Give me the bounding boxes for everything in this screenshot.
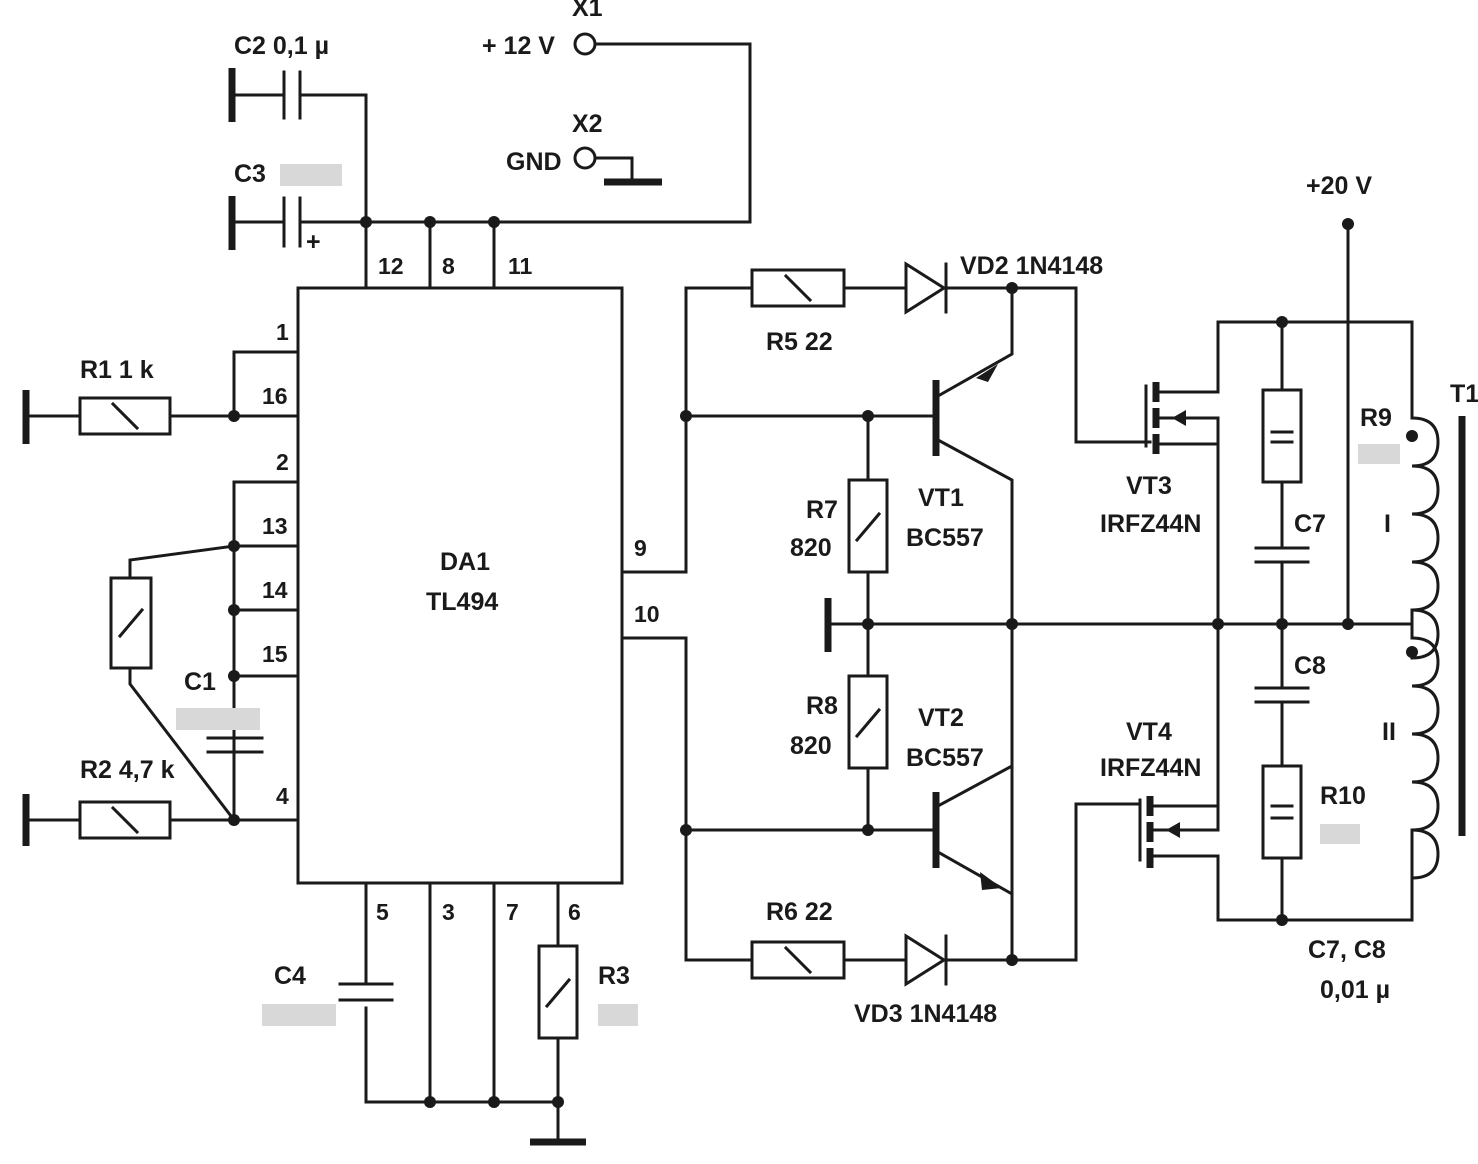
r8-val: 820 [790,732,832,760]
pin-12: 12 [378,253,404,279]
x2-label: GND [506,148,562,176]
pin-15: 15 [262,641,288,667]
vt1-part: BC557 [906,524,984,552]
pins-2-13-14-15-tie [228,480,300,826]
transformer-t1: T1 R9 I R10 II [1320,320,1478,922]
vt2-part: BC557 [906,744,984,772]
r9-label: R9 [1360,404,1392,432]
r7-val: 820 [790,534,832,562]
pin-2: 2 [276,449,289,475]
r1-label: R1 1 k [80,356,154,384]
diode-vd3: VD3 1N4148 [854,802,1142,1028]
r6-label: R6 22 [766,898,833,926]
capacitor-c7: C7 [1254,510,1326,690]
c1-label: C1 [184,668,216,696]
ic-da1: DA1 TL494 12 8 11 1 16 2 13 14 15 4 9 10… [262,253,660,925]
mid-ground-bus [824,598,1414,652]
capacitor-c8: C8 [1254,652,1326,768]
mosfet-vt4: VT4 IRFZ44N [1100,622,1414,922]
resistor-r10-snubber [1261,764,1303,926]
vd3-label: VD3 1N4148 [854,1000,997,1028]
r8-ref: R8 [806,692,838,720]
supply-bus [360,216,500,290]
vt4-ref: VT4 [1126,718,1172,746]
winding2-label: II [1382,718,1396,746]
pin-10: 10 [634,601,660,627]
capacitor-c3: C3 + [228,160,368,256]
pin-1: 1 [276,319,289,345]
bottom-ground-bus [364,881,586,1146]
resistor-r5: R5 22 [750,268,908,356]
c8-label: C8 [1294,652,1326,680]
ic-ref: DA1 [440,548,490,576]
pin-9: 9 [634,535,647,561]
c2-label: C2 0,1 µ [234,32,329,60]
t1-label: T1 [1450,380,1478,408]
x1-ref: X1 [572,0,603,22]
c7c8-val: 0,01 µ [1320,976,1390,1004]
diode-vd2: VD2 1N4148 [904,252,1152,444]
resistor-r9-snubber [1261,316,1303,550]
supply20-label: +20 V [1306,172,1372,200]
resistor-feedback [109,544,237,823]
pin-13: 13 [262,513,288,539]
pin-7: 7 [506,899,519,925]
x1-label: + 12 V [482,32,555,60]
transistor-vt2: VT2 BC557 [906,622,1014,962]
mosfet-vt3: VT3 IRFZ44N [1100,320,1414,626]
r2-label: R2 4,7 k [80,756,175,784]
output-pin10-path [620,636,934,962]
pin-6: 6 [568,899,581,925]
resistor-r3: R3 [537,944,638,1040]
capacitor-c4: C4 [262,962,394,1026]
r5-label: R5 22 [766,328,833,356]
supply-20v: +20 V [1306,172,1372,626]
c7c8-ref: C7, C8 [1308,936,1386,964]
vt3-part: IRFZ44N [1100,510,1201,538]
r3-label: R3 [598,962,630,990]
pin-11: 11 [508,253,533,279]
resistor-r8: R8 820 [790,674,889,832]
pin-14: 14 [262,577,288,603]
resistor-r7: R7 820 [790,414,889,678]
vd2-label: VD2 1N4148 [960,252,1103,280]
c7-label: C7 [1294,510,1326,538]
transistor-vt1: VT1 BC557 [906,286,1014,962]
vt1-ref: VT1 [918,484,964,512]
r10-label: R10 [1320,782,1366,810]
r7-ref: R7 [806,496,838,524]
c7c8-note: C7, C8 0,01 µ [1308,936,1390,1004]
ic-part: TL494 [426,588,498,616]
pin-8: 8 [442,253,455,279]
c4-label: C4 [274,962,306,990]
vt2-ref: VT2 [918,704,964,732]
resistor-r6: R6 22 [750,898,908,980]
pin-5: 5 [376,899,389,925]
c3-polarity: + [306,228,321,256]
resistor-r1: R1 1 k [22,350,300,444]
resistor-r2: R2 4,7 k [22,756,236,846]
output-pin9-path [620,286,934,574]
pin-4: 4 [276,783,289,809]
capacitor-c1: C1 [176,668,264,754]
connector-x1: X1 + 12 V [364,0,752,224]
vt4-part: IRFZ44N [1100,754,1201,782]
winding1-label: I [1384,510,1391,538]
pin-16: 16 [262,383,288,409]
connector-x2: X2 GND [506,110,662,186]
vt3-ref: VT3 [1126,472,1172,500]
pin-3: 3 [442,899,455,925]
c3-label: C3 [234,160,266,188]
x2-ref: X2 [572,110,603,138]
